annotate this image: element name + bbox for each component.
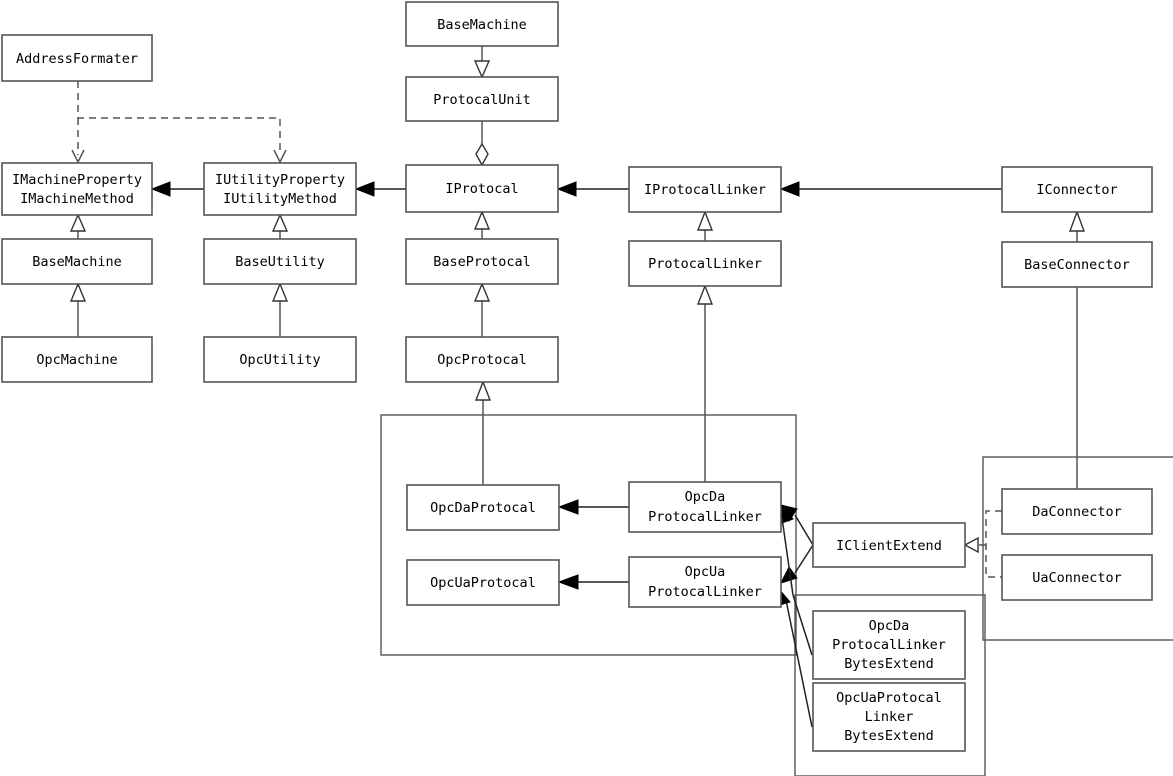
class-label: BaseMachine <box>32 254 121 270</box>
class-label: UaConnector <box>1032 570 1121 586</box>
class-label-line1: OpcUaProtocal <box>836 690 942 706</box>
class-label: IClientExtend <box>836 538 942 554</box>
generalization-arrowhead <box>271 213 289 232</box>
class-box-daconnector[interactable]: DaConnector <box>1001 488 1153 535</box>
class-label: BaseProtocal <box>433 254 531 270</box>
association-arrowhead <box>354 181 375 197</box>
class-label-line2: Linker <box>865 709 914 725</box>
generalization-arrowhead <box>69 282 87 302</box>
class-label-line1: OpcUa <box>685 564 726 580</box>
realization-arrowhead <box>963 536 979 554</box>
class-box-addressformater[interactable]: AddressFormater <box>1 34 153 82</box>
class-label: BaseUtility <box>235 254 324 270</box>
class-label: OpcUtility <box>239 352 320 368</box>
class-box-iconnector[interactable]: IConnector <box>1001 166 1153 213</box>
class-box-opcdaprotocal[interactable]: OpcDaProtocal <box>406 484 560 531</box>
association-arrowhead <box>779 181 800 197</box>
class-box-opcdaprotocallinker[interactable]: OpcDa ProtocalLinker <box>628 481 782 533</box>
dependency-arrowhead-iutility <box>273 149 287 164</box>
class-box-iprotocal[interactable]: IProtocal <box>405 164 559 213</box>
class-label-line2: ProtocalLinker <box>648 509 762 525</box>
class-box-protocalunit[interactable]: ProtocalUnit <box>405 76 559 122</box>
aggregation-diamond <box>475 142 489 167</box>
association-arrowhead <box>557 499 579 515</box>
class-label: IConnector <box>1036 182 1117 198</box>
class-box-opcmachine[interactable]: OpcMachine <box>1 336 153 383</box>
class-box-opcprotocal[interactable]: OpcProtocal <box>405 336 559 383</box>
class-label-line3: BytesExtend <box>844 728 933 744</box>
class-box-iprotocallinker[interactable]: IProtocalLinker <box>628 166 782 213</box>
class-label-line1: OpcDa <box>869 618 910 634</box>
edge-iclientextend-opcdalinker <box>794 514 814 546</box>
association-arrowhead <box>556 181 577 197</box>
class-label: AddressFormater <box>16 51 138 67</box>
class-label: OpcMachine <box>36 352 117 368</box>
class-label-line2: IUtilityMethod <box>223 191 337 207</box>
class-label-line2: IMachineMethod <box>20 191 134 207</box>
group-protocal-linker-box <box>380 414 797 656</box>
generalization-arrowhead <box>473 60 491 79</box>
class-box-basemachine-top[interactable]: BaseMachine <box>405 1 559 47</box>
class-label: ProtocalLinker <box>648 256 762 272</box>
class-box-opcdaprotocallinkerbytesextend[interactable]: OpcDa ProtocalLinker BytesExtend <box>812 610 966 680</box>
class-label: OpcProtocal <box>437 352 526 368</box>
class-label-line1: IMachineProperty <box>12 172 142 188</box>
dependency-arrowhead-imachine <box>71 149 85 164</box>
edge-connectors-realize-iclientextend <box>985 510 1002 578</box>
group-containers <box>380 414 1173 776</box>
generalization-arrowhead <box>474 380 492 401</box>
class-label-line2: ProtocalLinker <box>648 584 762 600</box>
class-box-baseutility[interactable]: BaseUtility <box>203 238 357 285</box>
class-box-opcutility[interactable]: OpcUtility <box>203 336 357 383</box>
generalization-arrowhead <box>1068 209 1086 232</box>
generalization-arrowhead <box>271 282 289 302</box>
class-box-imachineproperty[interactable]: IMachineProperty IMachineMethod <box>1 162 153 216</box>
generalization-arrowhead <box>696 210 714 231</box>
edge-opcdabytesextend-opcualinker <box>792 594 813 656</box>
class-box-basemachine[interactable]: BaseMachine <box>1 238 153 285</box>
class-label: DaConnector <box>1032 504 1121 520</box>
class-label: OpcUaProtocal <box>430 575 536 591</box>
class-label: OpcDaProtocal <box>430 500 536 516</box>
generalization-arrowhead <box>696 284 714 305</box>
class-box-protocallinker[interactable]: ProtocalLinker <box>628 240 782 287</box>
class-boxes-layer: AddressFormater BaseMachine ProtocalUnit… <box>1 1 1153 752</box>
edge-iclientextend-opcualinker <box>794 544 814 574</box>
group-bytes-extend-box <box>794 594 986 776</box>
generalization-arrowhead <box>473 282 491 302</box>
class-label: IProtocalLinker <box>644 182 766 198</box>
class-label-line2: ProtocalLinker <box>832 637 946 653</box>
group-connector-box <box>982 456 1173 641</box>
class-box-baseprotocal[interactable]: BaseProtocal <box>405 238 559 285</box>
generalization-arrowhead <box>69 213 87 232</box>
class-label: BaseMachine <box>437 17 526 33</box>
class-label: ProtocalUnit <box>433 92 531 108</box>
class-label: IProtocal <box>445 181 518 197</box>
class-label-line1: IUtilityProperty <box>215 172 345 188</box>
class-box-opcuaprotocallinkerbytesextend[interactable]: OpcUaProtocal Linker BytesExtend <box>812 682 966 752</box>
generalization-arrowhead <box>473 210 491 230</box>
class-label-line3: BytesExtend <box>844 656 933 672</box>
edge-opcuabytesextend-opcdalinker <box>785 599 813 728</box>
association-arrowhead <box>557 574 579 590</box>
edge-opcdabytesextend-up <box>781 517 794 596</box>
class-box-iutilityproperty[interactable]: IUtilityProperty IUtilityMethod <box>203 162 357 216</box>
class-box-opcuaprotocal[interactable]: OpcUaProtocal <box>406 559 560 606</box>
class-box-opcuaprotocallinker[interactable]: OpcUa ProtocalLinker <box>628 556 782 608</box>
class-box-baseconnector[interactable]: BaseConnector <box>1001 241 1153 288</box>
class-label: BaseConnector <box>1024 257 1130 273</box>
association-arrowhead <box>780 566 798 584</box>
association-arrowhead <box>150 181 171 197</box>
edge-addressformater-dependency <box>77 81 281 155</box>
class-box-uaconnector[interactable]: UaConnector <box>1001 554 1153 601</box>
class-box-iclientextend[interactable]: IClientExtend <box>812 522 966 568</box>
class-label-line1: OpcDa <box>685 489 726 505</box>
